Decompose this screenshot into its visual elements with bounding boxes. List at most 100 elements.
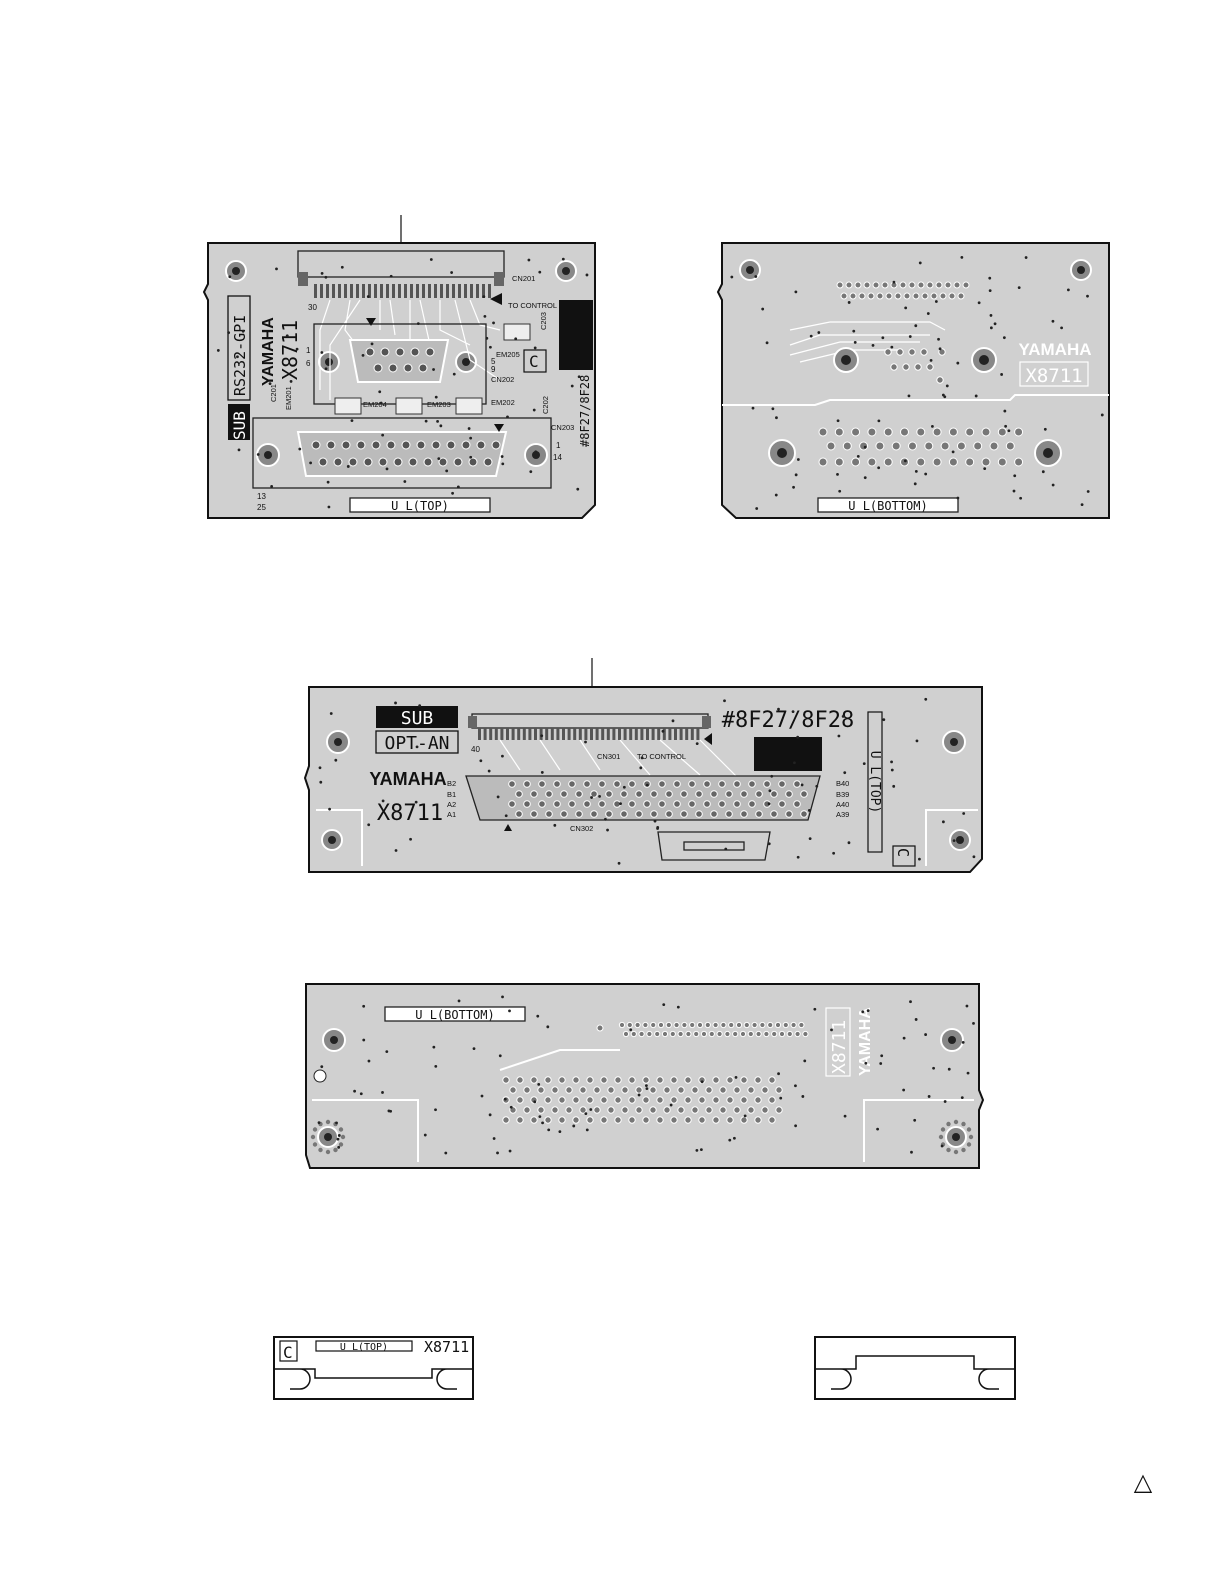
via: [924, 472, 928, 476]
via: [755, 507, 759, 510]
connector-pin: [662, 728, 666, 740]
via: [808, 837, 812, 840]
solder-pad: [917, 281, 925, 289]
connector-pin: [800, 810, 808, 818]
ref-c203: C203: [539, 312, 548, 330]
yamaha-logo: YAMAHA: [260, 317, 277, 386]
via: [801, 1095, 805, 1098]
solder-pad: [774, 1021, 782, 1029]
via: [553, 823, 557, 827]
via: [800, 783, 804, 787]
via: [617, 861, 621, 865]
pin-label: 6: [306, 359, 311, 368]
connector-pin: [658, 800, 666, 808]
connector-pin: [605, 790, 613, 798]
via: [914, 1018, 918, 1021]
connector-pin: [470, 284, 473, 298]
side-label: U L(TOP): [340, 1342, 388, 1353]
solder-pad: [740, 1076, 748, 1084]
via: [645, 1084, 648, 1088]
via: [732, 1136, 736, 1140]
via: [877, 466, 881, 470]
cn301-pins: [478, 728, 700, 740]
connector-pin: [428, 284, 431, 298]
connector-pin: [634, 728, 638, 740]
db25-connector: [296, 431, 508, 477]
via: [866, 1009, 870, 1013]
solder-pad: [312, 1142, 318, 1147]
board-rs232-top: SUB RS232-GPI YAMAHA X8711 #8F27/8F28 C …: [202, 215, 596, 519]
solder-pad: [705, 1086, 713, 1094]
solder-pad: [712, 1096, 720, 1104]
connector-pin: [696, 728, 700, 740]
solder-pad: [516, 1116, 524, 1124]
pin1-marker: [494, 424, 504, 432]
solder-pad: [312, 1127, 318, 1132]
mounting-hole: [971, 347, 997, 373]
mounting-hole: [833, 347, 859, 373]
via: [320, 272, 324, 275]
connector-pin: [446, 284, 449, 298]
pin-label: 13: [257, 492, 266, 501]
via: [487, 769, 491, 773]
solder-pad: [530, 1116, 538, 1124]
via: [695, 1149, 699, 1152]
solder-pad: [867, 427, 877, 437]
cn201-outline: [297, 250, 505, 278]
connector-pin: [562, 728, 565, 740]
connector-pin: [453, 457, 463, 467]
solder-pad: [961, 1121, 966, 1127]
via: [415, 745, 419, 749]
via: [792, 485, 795, 489]
solder-pad: [754, 1096, 762, 1104]
bracket-outline: [273, 1336, 474, 1400]
via: [353, 1089, 356, 1093]
solder-pad: [948, 292, 956, 300]
connector-pin: [646, 728, 649, 740]
via: [1017, 286, 1021, 290]
connector-pin: [623, 728, 627, 740]
via: [236, 355, 239, 359]
solder-pad: [834, 457, 844, 467]
via: [337, 1134, 341, 1137]
connector-pin: [380, 347, 390, 357]
solder-pad: [544, 1076, 552, 1084]
solder-pad: [851, 457, 861, 467]
side-label-box: [384, 1006, 526, 1022]
via: [794, 473, 798, 477]
via: [275, 267, 278, 271]
solder-pad: [851, 427, 861, 437]
via: [914, 324, 918, 328]
solder-pad: [338, 1127, 344, 1132]
via: [533, 1100, 537, 1104]
solder-pad: [712, 1076, 720, 1084]
solder-pad: [614, 1116, 622, 1124]
connector-pin: [311, 440, 321, 450]
via: [902, 1036, 906, 1040]
via: [796, 855, 800, 859]
via: [669, 1103, 673, 1107]
side-label: U L(BOTTOM): [848, 499, 927, 513]
solder-pad: [747, 1106, 755, 1114]
solder-pad: [767, 1021, 774, 1029]
pin-label: 25: [257, 503, 266, 512]
solder-pad: [859, 441, 869, 451]
via: [472, 1047, 476, 1051]
via: [988, 276, 992, 280]
solder-pad: [916, 457, 926, 467]
via: [479, 759, 483, 763]
solder-pad: [719, 1086, 727, 1094]
via: [699, 1148, 703, 1152]
via: [1000, 373, 1004, 376]
via: [387, 1109, 391, 1113]
solder-pad: [670, 1116, 678, 1124]
via: [216, 349, 220, 352]
via: [777, 707, 780, 711]
solder-pad: [698, 1096, 706, 1104]
connector-pin: [403, 363, 413, 373]
connector-pin: [530, 810, 538, 818]
solder-pad: [858, 292, 866, 300]
solder-pad: [558, 1076, 566, 1084]
solder-pad: [1014, 457, 1024, 467]
connector-pin: [690, 728, 694, 740]
